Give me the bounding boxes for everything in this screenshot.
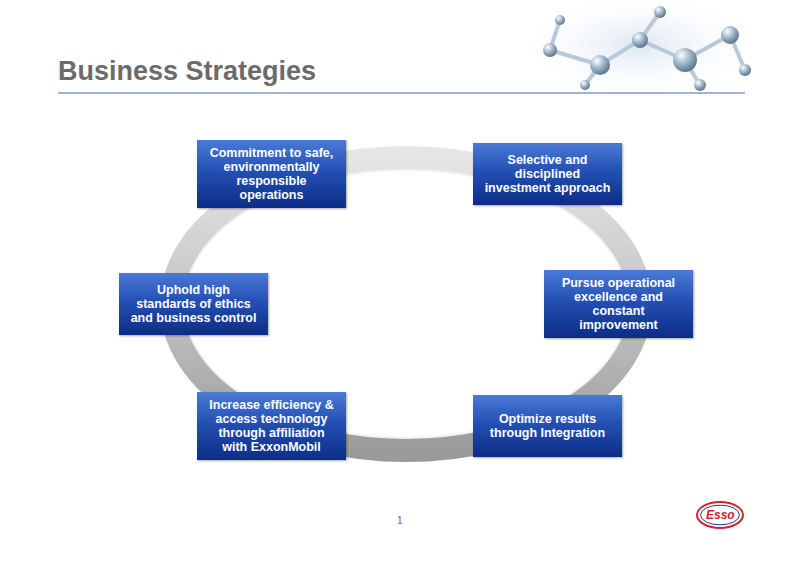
strategy-box: Pursue operational excellence and consta… bbox=[544, 270, 693, 338]
strategy-text: Uphold high standards of ethics and busi… bbox=[127, 283, 260, 325]
strategy-box: Optimize results through Integration bbox=[473, 395, 622, 457]
strategy-text: Pursue operational excellence and consta… bbox=[552, 276, 685, 332]
strategy-text: Selective and disciplined investment app… bbox=[481, 153, 614, 195]
strategy-box: Selective and disciplined investment app… bbox=[473, 143, 622, 205]
logo-text: Esso bbox=[706, 508, 735, 522]
molecule-illustration bbox=[510, 0, 770, 100]
strategy-text: Increase efficiency & access technology … bbox=[205, 398, 338, 454]
strategy-box: Commitment to safe, environmentally resp… bbox=[197, 140, 346, 208]
page-number: 1 bbox=[397, 515, 403, 526]
strategy-box: Increase efficiency & access technology … bbox=[197, 392, 346, 460]
strategy-box: Uphold high standards of ethics and busi… bbox=[119, 273, 268, 335]
logo-oval bbox=[697, 502, 743, 528]
title-rule bbox=[58, 92, 745, 93]
strategy-text: Optimize results through Integration bbox=[481, 412, 614, 440]
page-title: Business Strategies bbox=[58, 56, 316, 87]
strategy-text: Commitment to safe, environmentally resp… bbox=[205, 146, 338, 202]
